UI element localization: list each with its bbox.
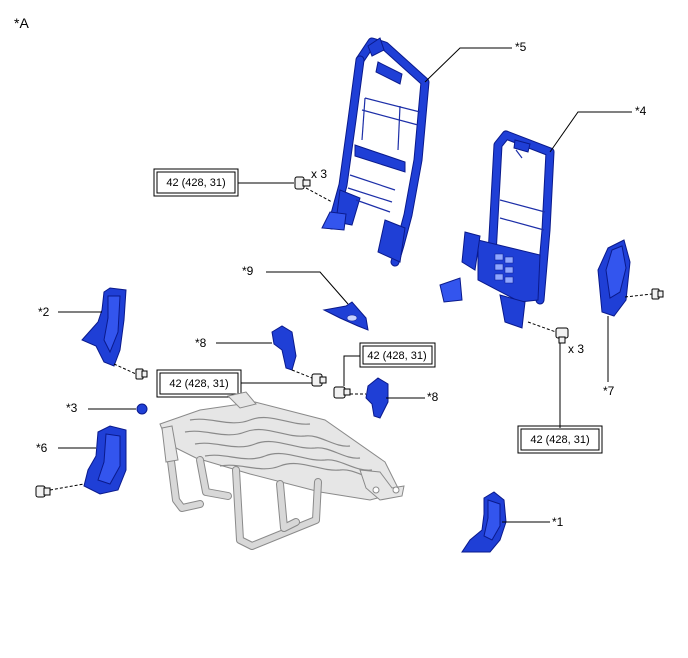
seat-cushion-frame (159, 391, 405, 550)
qty-left-frame: x 3 (311, 167, 327, 181)
dash-part-2 (113, 363, 137, 375)
leader-torque-center-right (343, 355, 360, 386)
qty-right-frame: x 3 (568, 342, 584, 356)
callout-c8b: *8 (427, 390, 439, 404)
callout-c3: *3 (66, 401, 78, 415)
torque-box-inner-center-right (362, 345, 433, 365)
cover-part-6 (83, 425, 127, 495)
callout-c4: *4 (635, 104, 647, 118)
bolt-center-right (333, 386, 351, 399)
bolt-left-frame (294, 176, 311, 190)
hinge-cover-part-8-right (365, 377, 389, 419)
bracket-part-9 (322, 301, 369, 331)
callout-c5: *5 (515, 40, 527, 54)
callout-c7: *7 (603, 384, 615, 398)
seatback-frame-left (321, 37, 430, 267)
leader-c9 (266, 271, 349, 305)
torque-box-inner-left-upper (156, 171, 236, 194)
callout-c8a: *8 (195, 336, 207, 350)
torque-value-center-left: 42 (428, 31) (169, 378, 228, 390)
torque-value-right-lower: 42 (428, 31) (530, 434, 589, 446)
hinge-cover-part-8-left (271, 325, 297, 371)
callout-c9: *9 (242, 264, 254, 278)
dash-part-6 (49, 483, 85, 491)
bolt-part-2 (135, 368, 148, 380)
bolt-right-frame (555, 327, 569, 344)
view-label: *A (14, 15, 29, 31)
callout-c1: *1 (552, 515, 564, 529)
torque-value-center-right: 42 (428, 31) (367, 350, 426, 362)
torque-box-inner-right-lower (520, 428, 600, 451)
dash-left-frame (305, 187, 333, 203)
leader-c4 (549, 111, 632, 153)
cover-part-7 (597, 239, 631, 317)
callout-c6: *6 (36, 441, 48, 455)
torque-box-inner-center-left (159, 372, 239, 395)
bolt-part-7 (651, 288, 664, 300)
dash-right-frame (527, 321, 557, 333)
torque-box-outer-center-right (359, 342, 436, 368)
leader-c5 (424, 47, 512, 83)
bolt-center-left (311, 373, 327, 387)
dash-part-7 (624, 293, 653, 298)
callout-c2: *2 (38, 305, 50, 319)
cover-part-2 (81, 287, 127, 367)
bolt-part-6 (35, 485, 51, 498)
cover-part-1 (461, 491, 507, 553)
seatback-frame-right (439, 130, 555, 329)
cap-part-3 (136, 403, 148, 415)
torque-value-left-upper: 42 (428, 31) (166, 177, 225, 189)
dash-center-left (291, 369, 313, 379)
torque-box-outer-right-lower (517, 425, 603, 454)
